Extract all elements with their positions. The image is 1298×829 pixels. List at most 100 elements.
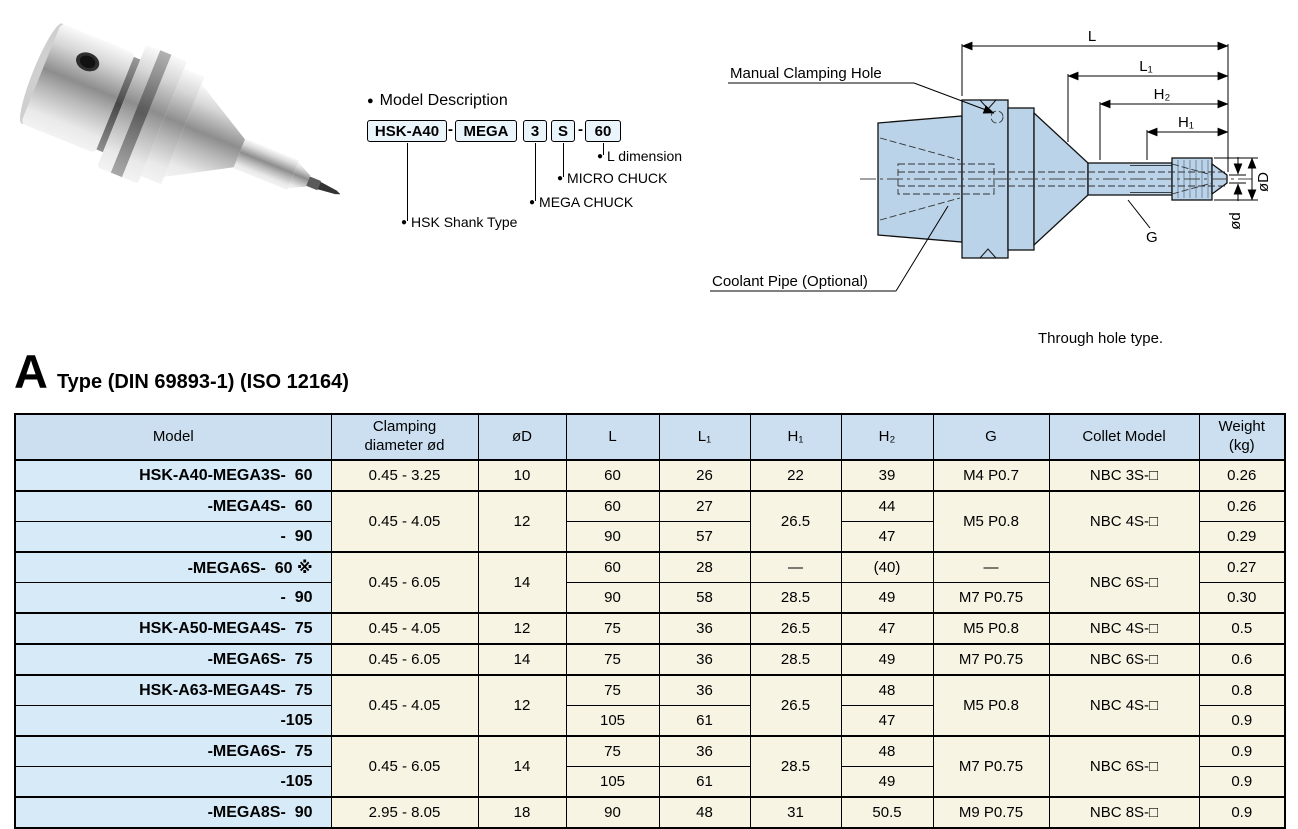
cell-l: 75 <box>565 612 660 645</box>
coolant-pipe-leader <box>895 205 949 292</box>
cell-g: M5 P0.8 <box>932 674 1050 737</box>
bullet-icon: ● <box>597 150 604 162</box>
product-photo <box>20 23 340 195</box>
technical-drawing: Manual Clamping Hole Coolant Pipe (Optio… <box>710 28 1272 292</box>
model-dash: - <box>448 121 453 138</box>
cell-model: -105 <box>14 705 332 737</box>
cell-g: M4 P0.7 <box>932 459 1050 492</box>
table-row: -MEGA6S- 75 0.45 - 6.05 14 75 36 28.5 48… <box>14 735 1286 798</box>
cell-h2: 47 <box>840 612 934 645</box>
cell-collet: NBC 4S-□ <box>1048 674 1200 737</box>
callout-label: HSK Shank Type <box>411 214 518 230</box>
cell-g: M5 P0.8 <box>932 612 1050 645</box>
cell-h2: 49 <box>840 643 934 676</box>
cell-h2: 49 <box>840 582 934 614</box>
cell-weight: 0.8 <box>1198 674 1286 706</box>
cell-h1: 28.5 <box>749 582 842 614</box>
cell-collet: NBC 4S-□ <box>1048 490 1200 553</box>
col-header-h2: H₂ <box>840 413 934 461</box>
dimension-lines <box>710 41 1258 292</box>
cell-weight: 0.27 <box>1198 551 1286 583</box>
dim-label-H2: H₂ <box>1154 86 1171 103</box>
callout-label: MEGA CHUCK <box>539 194 634 210</box>
bullet-icon: ● <box>401 216 408 228</box>
coolant-pipe-label: Coolant Pipe (Optional) <box>712 273 868 290</box>
section-title-text: Type (DIN 69893-1) (ISO 12164) <box>56 371 349 393</box>
table-row: - 90 90 57 47 0.29 <box>14 521 1286 553</box>
bullet-icon: ● <box>529 196 536 208</box>
cell-l: 60 <box>565 459 660 492</box>
cell-od: 10 <box>477 459 567 492</box>
cell-model: -MEGA6S- 75 <box>14 735 332 767</box>
cell-weight: 0.9 <box>1198 735 1286 767</box>
cell-od: 14 <box>477 643 567 676</box>
spec-table-wrapper: Model Clamping diameter ød øD L L₁ H₁ H₂… <box>14 413 1286 829</box>
callout-label: L dimension <box>607 148 683 164</box>
cell-weight: 0.6 <box>1198 643 1286 676</box>
callout-line <box>603 143 604 155</box>
cell-l: 90 <box>565 582 660 614</box>
cell-model: HSK-A63-MEGA4S- 75 <box>14 674 332 706</box>
cell-model: -MEGA6S- 60 ※ <box>14 551 332 583</box>
cell-h2: 47 <box>840 705 934 737</box>
model-box-micro: S <box>551 120 575 142</box>
cell-l: 90 <box>565 521 660 553</box>
callout-mega-chuck: ● MEGA CHUCK <box>529 194 633 210</box>
model-description-section: ● Model Description HSK-A40 - MEGA 3 S -… <box>345 90 755 265</box>
cell-weight: 0.5 <box>1198 612 1286 645</box>
dim-label-H1: H₁ <box>1178 114 1194 131</box>
cell-l: 75 <box>565 735 660 767</box>
table-row: - 90 90 58 28.5 49 M7 P0.75 0.30 <box>14 582 1286 614</box>
cell-model: - 90 <box>14 521 332 553</box>
cell-l1: 57 <box>658 521 751 553</box>
col-header-clamping: Clamping diameter ød <box>330 413 479 461</box>
cell-model: -MEGA4S- 60 <box>14 490 332 522</box>
col-header-g: G <box>932 413 1050 461</box>
cell-collet: NBC 6S-□ <box>1048 643 1200 676</box>
cell-l1: 61 <box>658 766 751 798</box>
cell-g: M7 P0.75 <box>932 735 1050 798</box>
cell-model: - 90 <box>14 582 332 614</box>
cell-l1: 36 <box>658 735 751 767</box>
table-header-row: Model Clamping diameter ød øD L L₁ H₁ H₂… <box>14 413 1286 461</box>
bullet-icon: ● <box>367 95 374 107</box>
cell-l: 105 <box>565 705 660 737</box>
cell-model: HSK-A40-MEGA3S- 60 <box>14 459 332 492</box>
callout-label: MICRO CHUCK <box>567 170 668 186</box>
cell-l1: 36 <box>658 674 751 706</box>
table-row: HSK-A63-MEGA4S- 75 0.45 - 4.05 12 75 36 … <box>14 674 1286 737</box>
dim-label-oD: øD <box>1255 172 1272 192</box>
cell-l1: 26 <box>658 459 751 492</box>
table-row: HSK-A50-MEGA4S- 75 0.45 - 4.05 12 75 36 … <box>14 612 1286 645</box>
manual-clamping-hole-feature <box>990 110 1004 124</box>
cell-h2: 48 <box>840 735 934 767</box>
cell-h1: 26.5 <box>749 612 842 645</box>
cell-h1: 28.5 <box>749 643 842 676</box>
cell-od: 12 <box>477 490 567 553</box>
cell-weight: 0.29 <box>1198 521 1286 553</box>
cell-l: 75 <box>565 674 660 706</box>
cell-weight: 0.30 <box>1198 582 1286 614</box>
cell-l1: 61 <box>658 705 751 737</box>
cell-model: -MEGA6S- 75 <box>14 643 332 676</box>
dim-label-od: ød <box>1227 212 1244 230</box>
cell-weight: 0.9 <box>1198 705 1286 737</box>
cell-h2: 49 <box>840 766 934 798</box>
dim-label-G: G <box>1146 229 1158 246</box>
cell-od: 14 <box>477 735 567 798</box>
model-box-length: 60 <box>585 120 621 142</box>
model-box-shank: HSK-A40 <box>367 120 447 142</box>
cell-clamping: 0.45 - 4.05 <box>330 490 479 553</box>
drawing-labels: Manual Clamping Hole Coolant Pipe (Optio… <box>712 28 1272 290</box>
cell-l1: 36 <box>658 612 751 645</box>
col-header-od: øD <box>477 413 567 461</box>
col-header-weight: Weight (kg) <box>1198 413 1286 461</box>
cell-weight: 0.9 <box>1198 766 1286 798</box>
cell-h1: 26.5 <box>749 490 842 553</box>
callout-line <box>535 143 536 201</box>
callout-line <box>563 143 564 177</box>
cell-model: HSK-A50-MEGA4S- 75 <box>14 612 332 645</box>
cell-clamping: 0.45 - 4.05 <box>330 612 479 645</box>
model-dash: - <box>578 121 583 138</box>
callout-hsk-shank: ● HSK Shank Type <box>401 214 517 230</box>
